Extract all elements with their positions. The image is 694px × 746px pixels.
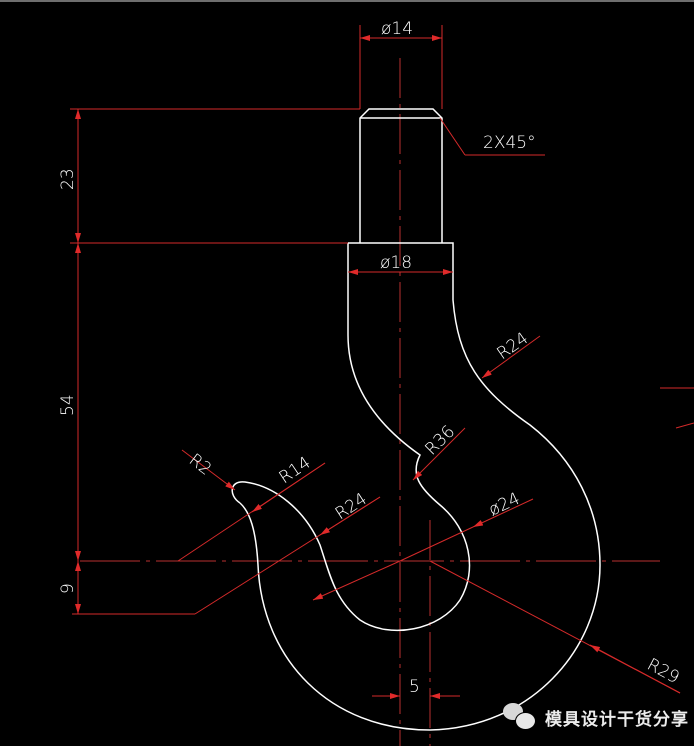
top-border [0, 0, 694, 2]
dim-r-inner-large: R36 [421, 422, 459, 460]
dim-r-outer-bottom: R29 [644, 655, 683, 688]
wechat-icon [503, 703, 539, 731]
dim-offset-5: 5 [409, 677, 420, 697]
dim-body-height: 54 [58, 394, 78, 416]
dim-shank-diameter: ø14 [381, 19, 413, 39]
dim-chamfer: 2X45° [483, 133, 536, 153]
dim-r-inner-lower: R24 [332, 489, 371, 524]
hook-outline [231, 108, 601, 731]
dim-inner-circle-diameter: ø24 [486, 489, 523, 521]
dim-shank-height: 23 [58, 168, 78, 190]
watermark: 模具设计干货分享 [503, 703, 689, 731]
dimension-labels: ø14 2X45° ø18 23 54 9 R24 R36 R2 R14 R24… [58, 19, 683, 697]
watermark-text: 模具设计干货分享 [545, 709, 689, 730]
dimension-lines [70, 25, 694, 699]
dim-neck-diameter: ø18 [380, 253, 412, 273]
center-lines [80, 58, 660, 746]
dim-r-outer-upper: R24 [493, 329, 532, 365]
dim-offset-9: 9 [58, 583, 78, 594]
dim-r-tip: R2 [185, 450, 215, 480]
